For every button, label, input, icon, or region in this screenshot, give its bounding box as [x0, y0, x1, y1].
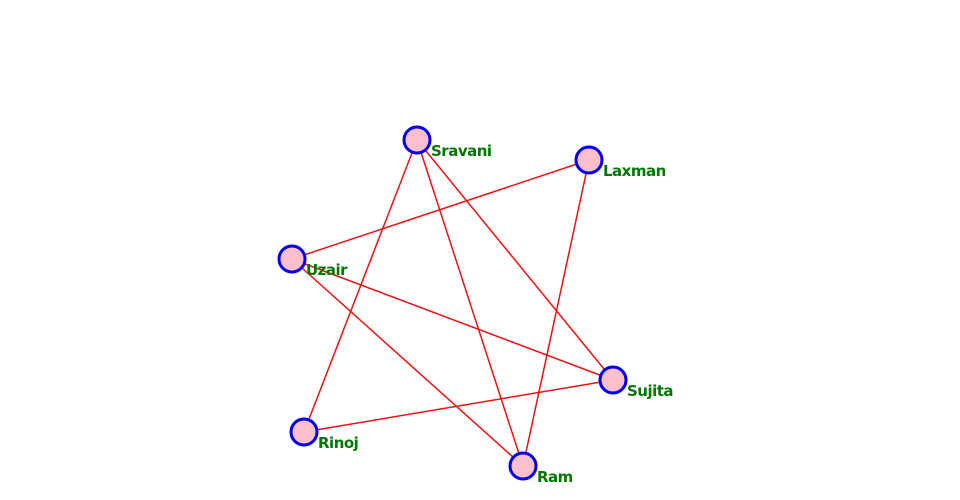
node-sujita[interactable]: Sujita	[598, 365, 674, 400]
node-label-ram: Ram	[537, 468, 573, 486]
edge-sravani-sujita	[416, 139, 614, 381]
node-ram[interactable]: Ram	[508, 451, 573, 486]
node-laxman[interactable]: Laxman	[574, 145, 666, 180]
node-circle-laxman[interactable]	[574, 145, 604, 175]
node-circle-rinoj[interactable]	[289, 417, 319, 447]
edge-laxman-uzair	[291, 159, 590, 260]
node-label-sujita: Sujita	[627, 382, 673, 400]
node-rinoj[interactable]: Rinoj	[289, 417, 359, 452]
node-sravani[interactable]: Sravani	[402, 125, 492, 160]
edge-uzair-ram	[291, 258, 524, 467]
node-circle-sujita[interactable]	[598, 365, 628, 395]
node-label-rinoj: Rinoj	[318, 434, 358, 452]
edge-sravani-ram	[416, 139, 524, 467]
node-label-uzair: Uzair	[306, 261, 348, 279]
edge-uzair-sujita	[291, 258, 614, 381]
node-uzair[interactable]: Uzair	[277, 244, 349, 279]
node-circle-ram[interactable]	[508, 451, 538, 481]
node-circle-sravani[interactable]	[402, 125, 432, 155]
node-label-laxman: Laxman	[603, 162, 666, 180]
node-circle-uzair[interactable]	[277, 244, 307, 274]
edge-laxman-ram	[522, 159, 590, 467]
node-label-sravani: Sravani	[431, 142, 492, 160]
edge-rinoj-sujita	[303, 379, 614, 433]
edges-layer	[291, 139, 614, 467]
edge-sravani-rinoj	[303, 139, 418, 433]
